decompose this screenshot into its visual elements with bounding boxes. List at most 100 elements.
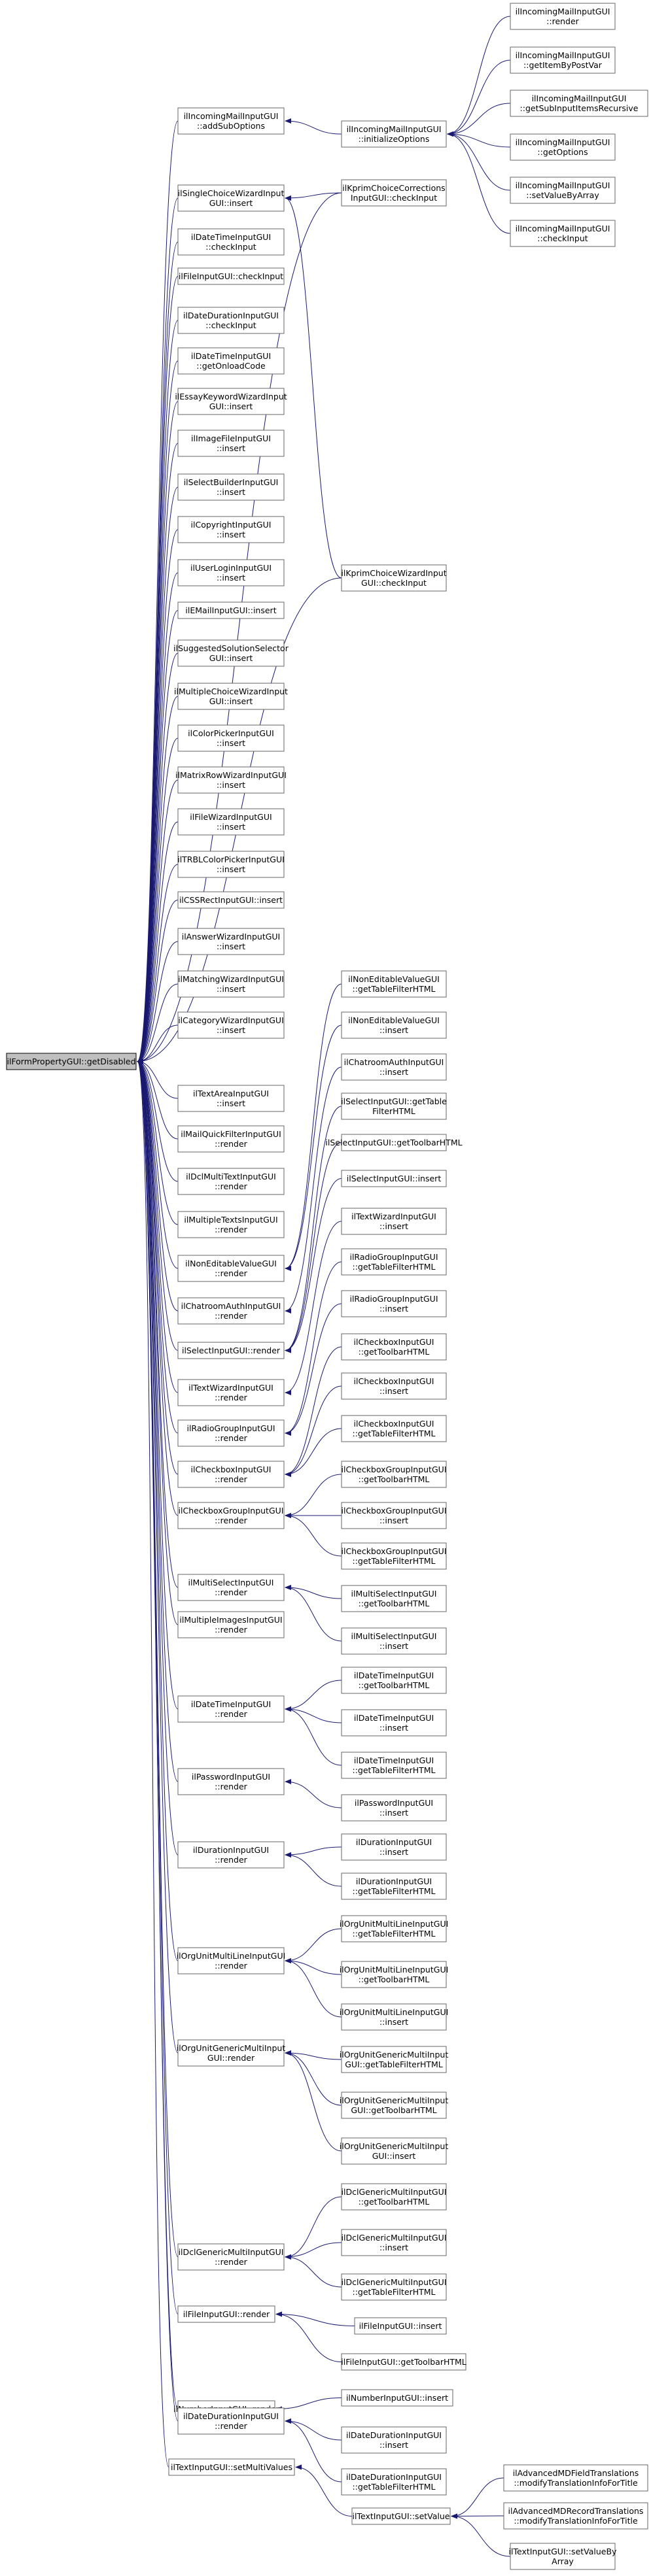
graph-node-dcg_filter[interactable]: ilDclGenericMultiInputGUI::getTableFilte… [341, 2273, 447, 2301]
graph-node-multipleimages[interactable]: ilMultipleImagesInputGUI::render [177, 1611, 285, 1638]
graph-node-selectrender[interactable]: ilSelectInputGUI::render [177, 1342, 285, 1359]
graph-node-im_render[interactable]: ilIncomingMailInputGUI::render [510, 3, 616, 30]
graph-node-setvalue[interactable]: ilTextInputGUI::setValue [351, 2507, 451, 2525]
graph-node-dclgeneric[interactable]: ilDclGenericMultiInputGUI::render [177, 2243, 285, 2271]
graph-node-ms_toolbar[interactable]: ilMultiSelectInputGUI::getToolbarHTML [341, 1585, 447, 1612]
graph-node-addsub[interactable]: ilIncomingMailInputGUI::addSubOptions [177, 107, 285, 135]
graph-node-tw_insert[interactable]: ilTextWizardInputGUI::insert [341, 1208, 447, 1235]
graph-node-rg_insert[interactable]: ilRadioGroupInputGUI::insert [341, 1290, 447, 1317]
graph-node-num_insert[interactable]: ilNumberInputGUI::insert [341, 2389, 453, 2407]
graph-node-fi_toolbar[interactable]: ilFileInputGUI::getToolbarHTML [341, 2353, 466, 2371]
graph-node-dcg_insert[interactable]: ilDclGenericMultiInputGUI::insert [341, 2229, 447, 2256]
graph-node-oml_filter[interactable]: ilOrgUnitMultiLineInputGUI::getTableFilt… [340, 1915, 449, 1942]
node-label: ilIncomingMailInputGUI [184, 111, 279, 121]
graph-node-initopts[interactable]: ilIncomingMailInputGUI::initializeOption… [341, 120, 447, 148]
graph-node-duration[interactable]: ilDurationInputGUI::render [177, 1841, 285, 1869]
graph-node-filecheck[interactable]: ilFileInputGUI::checkInput [177, 267, 285, 285]
graph-node-im_getsub[interactable]: ilIncomingMailInputGUI::getSubInputItems… [510, 90, 648, 117]
graph-node-cbg_toolbar[interactable]: ilCheckboxGroupInputGUI::getToolbarHTML [341, 1461, 447, 1488]
graph-node-rg_filter[interactable]: ilRadioGroupInputGUI::getTableFilterHTML [341, 1248, 447, 1276]
graph-node-cb_insert[interactable]: ilCheckboxInputGUI::insert [341, 1372, 447, 1400]
graph-node-ne_insert[interactable]: ilNonEditableValueGUI::insert [341, 1011, 447, 1039]
graph-node-textmulti[interactable]: ilTextInputGUI::setMultiValues [168, 2458, 295, 2476]
graph-node-ogm_filter[interactable]: ilOrgUnitGenericMultiInputGUI::getTableF… [340, 2046, 449, 2073]
graph-node-datetimerender[interactable]: ilDateTimeInputGUI::render [177, 1695, 285, 1723]
node-label: ::modifyTranslationInfoForTitle [514, 2516, 638, 2526]
graph-node-im_check[interactable]: ilIncomingMailInputGUI::checkInput [510, 220, 616, 247]
graph-node-radiogroup[interactable]: ilRadioGroupInputGUI::render [177, 1419, 285, 1447]
graph-node-dd_filter[interactable]: ilDateDurationInputGUI::getTableFilterHT… [341, 2468, 447, 2496]
graph-node-im_getopts[interactable]: ilIncomingMailInputGUI::getOptions [510, 133, 616, 161]
graph-node-matrixrow[interactable]: ilMatrixRowWizardInputGUI::insert [175, 766, 287, 794]
graph-node-durationcheck[interactable]: ilDateDurationInputGUI::checkInput [177, 307, 285, 334]
graph-node-pw_insert[interactable]: ilPasswordInputGUI::insert [341, 1794, 447, 1822]
graph-node-checkboxgroup[interactable]: ilCheckboxGroupInputGUI::render [177, 1502, 285, 1529]
graph-node-datetimeonload[interactable]: ilDateTimeInputGUI::getOnloadCode [177, 347, 285, 375]
graph-node-ogm_toolbar[interactable]: ilOrgUnitGenericMultiInputGUI::getToolba… [340, 2092, 449, 2119]
graph-node-orgmultiline[interactable]: ilOrgUnitMultiLineInputGUI::render [177, 1947, 286, 1974]
graph-node-password[interactable]: ilPasswordInputGUI::render [177, 1768, 285, 1795]
graph-node-oml_insert[interactable]: ilOrgUnitMultiLineInputGUI::insert [340, 2003, 449, 2031]
graph-node-checkbox[interactable]: ilCheckboxInputGUI::render [177, 1461, 285, 1488]
graph-node-matchingwizard[interactable]: ilMatchingWizardInputGUI::insert [177, 970, 285, 998]
graph-node-textwizard[interactable]: ilTextWizardInputGUI::render [177, 1379, 285, 1406]
graph-node-sel_toolbar[interactable]: ilSelectInputGUI::getToolbarHTML [325, 1134, 463, 1151]
graph-node-ti_setarray[interactable]: ilTextInputGUI::setValueByArray [509, 2543, 618, 2570]
graph-node-email[interactable]: ilEMailInputGUI::insert [177, 602, 285, 619]
graph-node-sel_filter[interactable]: ilSelectInputGUI::getTableFilterHTML [341, 1093, 447, 1120]
graph-node-dt_toolbar[interactable]: ilDateTimeInputGUI::getToolbarHTML [341, 1667, 447, 1694]
graph-node-datedurationrender[interactable]: ilDateDurationInputGUI::render [177, 2407, 285, 2435]
graph-node-dd_insert[interactable]: ilDateDurationInputGUI::insert [341, 2426, 447, 2454]
graph-node-noneditable[interactable]: ilNonEditableValueGUI::render [177, 1255, 285, 1282]
graph-node-copyright[interactable]: ilCopyrightInputGUI::insert [177, 516, 285, 543]
graph-node-dcg_toolbar[interactable]: ilDclGenericMultiInputGUI::getToolbarHTM… [341, 2183, 447, 2211]
graph-node-filerender[interactable]: ilFileInputGUI::render [177, 2305, 275, 2323]
graph-node-imagefile[interactable]: ilImageFileInputGUI::insert [177, 430, 285, 457]
graph-node-mailquick[interactable]: ilMailQuickFilterInputGUI::render [177, 1125, 285, 1153]
graph-node-im_setarray[interactable]: ilIncomingMailInputGUI::setValueByArray [510, 177, 616, 204]
node-label: ilCheckboxGroupInputGUI [342, 1506, 447, 1516]
graph-node-oml_toolbar[interactable]: ilOrgUnitMultiLineInputGUI::getToolbarHT… [340, 1961, 449, 1988]
graph-node-userlogin[interactable]: ilUserLoginInputGUI::insert [177, 559, 285, 586]
graph-node-chatroom[interactable]: ilChatroomAuthInputGUI::render [177, 1297, 285, 1325]
node-label: ::getTableFilterHTML [352, 1929, 435, 1939]
graph-node-fi_insert[interactable]: ilFileInputGUI::insert [354, 2317, 447, 2335]
graph-node-trbl[interactable]: ilTRBLColorPickerInputGUI::insert [177, 851, 285, 878]
graph-node-sel_insert[interactable]: ilSelectInputGUI::insert [341, 1170, 447, 1187]
graph-node-du_insert[interactable]: ilDurationInputGUI::insert [341, 1833, 447, 1861]
graph-node-cbg_insert[interactable]: ilCheckboxGroupInputGUI::insert [341, 1502, 447, 1529]
graph-node-adv_field[interactable]: ilAdvancedMDFieldTranslations::modifyTra… [503, 2464, 648, 2492]
graph-node-root[interactable]: ilFormPropertyGUI::getDisabled [6, 1053, 137, 1070]
graph-node-filewizard[interactable]: ilFileWizardInputGUI::insert [177, 808, 285, 836]
graph-node-dt_filter[interactable]: ilDateTimeInputGUI::getTableFilterHTML [341, 1752, 447, 1779]
graph-node-cb_toolbar[interactable]: ilCheckboxInputGUI::getToolbarHTML [341, 1333, 447, 1361]
graph-node-ms_insert[interactable]: ilMultiSelectInputGUI::insert [341, 1627, 447, 1655]
graph-node-multipletexts[interactable]: ilMultipleTextsInputGUI::render [177, 1211, 285, 1238]
graph-node-ch_insert[interactable]: ilChatroomAuthInputGUI::insert [341, 1053, 447, 1081]
graph-node-datetimecheck[interactable]: ilDateTimeInputGUI::checkInput [177, 228, 285, 256]
graph-node-textarea[interactable]: ilTextAreaInputGUI::insert [177, 1085, 285, 1112]
node-label: ilCheckboxGroupInputGUI [342, 1546, 447, 1556]
graph-node-ne_filter[interactable]: ilNonEditableValueGUI::getTableFilterHTM… [341, 970, 447, 998]
graph-node-kprimcorr[interactable]: ilKprimChoiceCorrectionsInputGUI::checkI… [341, 179, 447, 207]
graph-node-cb_filter[interactable]: ilCheckboxInputGUI::getTableFilterHTML [341, 1415, 447, 1442]
graph-node-dclmulti[interactable]: ilDclMultiTextInputGUI::render [177, 1168, 285, 1195]
graph-node-selectbuilder[interactable]: ilSelectBuilderInputGUI::insert [177, 473, 285, 501]
graph-node-answerwizard[interactable]: ilAnswerWizardInputGUI::insert [177, 928, 285, 955]
graph-node-categorywizard[interactable]: ilCategoryWizardInputGUI::insert [177, 1011, 285, 1039]
graph-node-im_getitem[interactable]: ilIncomingMailInputGUI::getItemByPostVar [510, 46, 616, 74]
graph-node-du_filter[interactable]: ilDurationInputGUI::getTableFilterHTML [341, 1873, 447, 1900]
graph-node-colorpicker[interactable]: ilColorPickerInputGUI::insert [177, 724, 285, 752]
graph-node-adv_record[interactable]: ilAdvancedMDRecordTranslations::modifyTr… [503, 2502, 648, 2530]
graph-node-cbg_filter[interactable]: ilCheckboxGroupInputGUI::getTableFilterH… [341, 1542, 447, 1570]
graph-node-dt_insert[interactable]: ilDateTimeInputGUI::insert [341, 1709, 447, 1737]
graph-node-cssrect[interactable]: ilCSSRectInputGUI::insert [177, 891, 285, 909]
graph-node-multiselect[interactable]: ilMultiSelectInputGUI::render [177, 1574, 285, 1601]
